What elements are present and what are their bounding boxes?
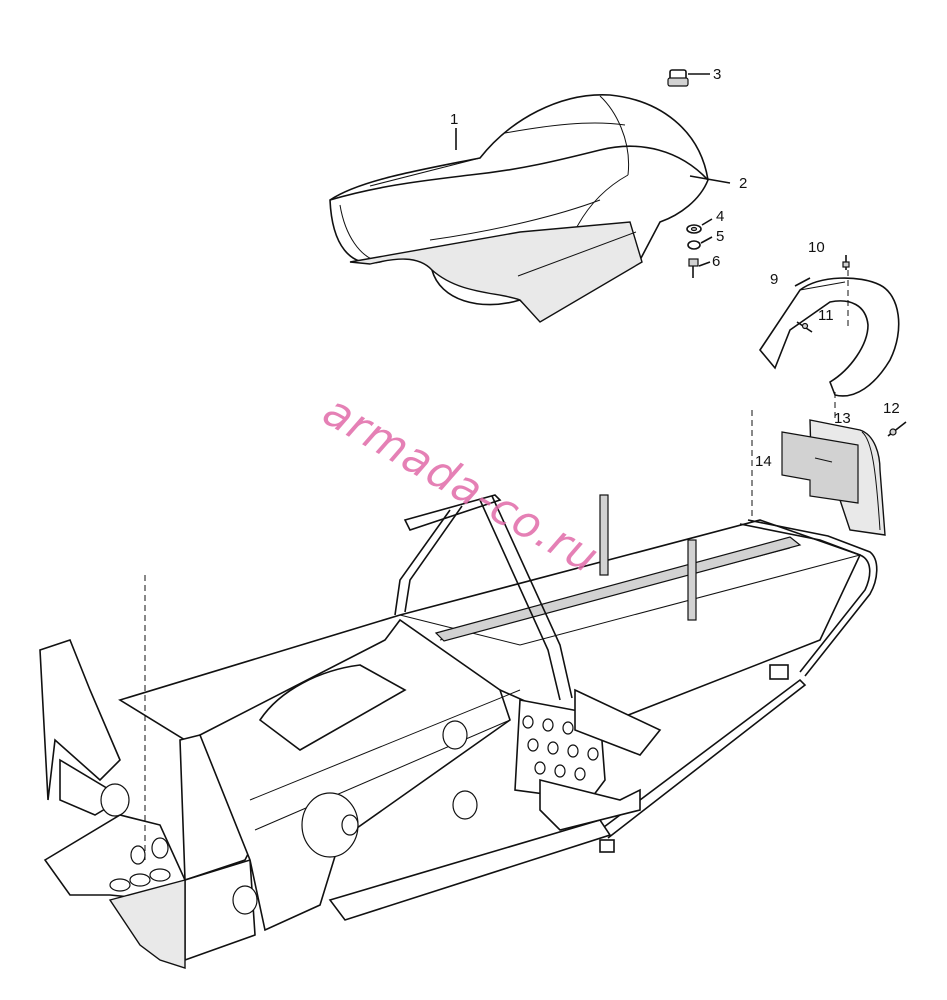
flap-plate: [781, 431, 859, 504]
callout-5: 5: [716, 228, 724, 245]
grab-handle: [759, 277, 900, 397]
callout-3: 3: [713, 66, 721, 83]
chassis-frame: [39, 494, 878, 969]
screw-handle: [796, 321, 813, 333]
seat-cover: [349, 175, 731, 323]
callout-13: 13: [834, 410, 851, 427]
seat-latch: [667, 69, 710, 87]
callout-6: 6: [712, 253, 720, 270]
callout-14: 14: [755, 453, 772, 470]
callout-1: 1: [450, 111, 458, 128]
callout-4: 4: [716, 208, 724, 225]
callout-10: 10: [808, 239, 825, 256]
flap-leader-dashed: [751, 392, 836, 530]
mounting-holes: [100, 715, 599, 915]
callout-labels: 1 2 3 4 5 6 9 10 11 12 13 14: [450, 66, 900, 470]
bolt: [688, 258, 711, 278]
screw-flap: [887, 421, 907, 437]
callout-2: 2: [739, 175, 747, 192]
callout-9: 9: [770, 271, 778, 288]
washer-lower: [687, 236, 713, 250]
screw-top: [842, 255, 850, 270]
callout-11: 11: [818, 307, 834, 324]
watermark: armada-co.ru: [315, 385, 608, 584]
washer-upper: [686, 218, 713, 234]
callout-12: 12: [883, 400, 900, 417]
